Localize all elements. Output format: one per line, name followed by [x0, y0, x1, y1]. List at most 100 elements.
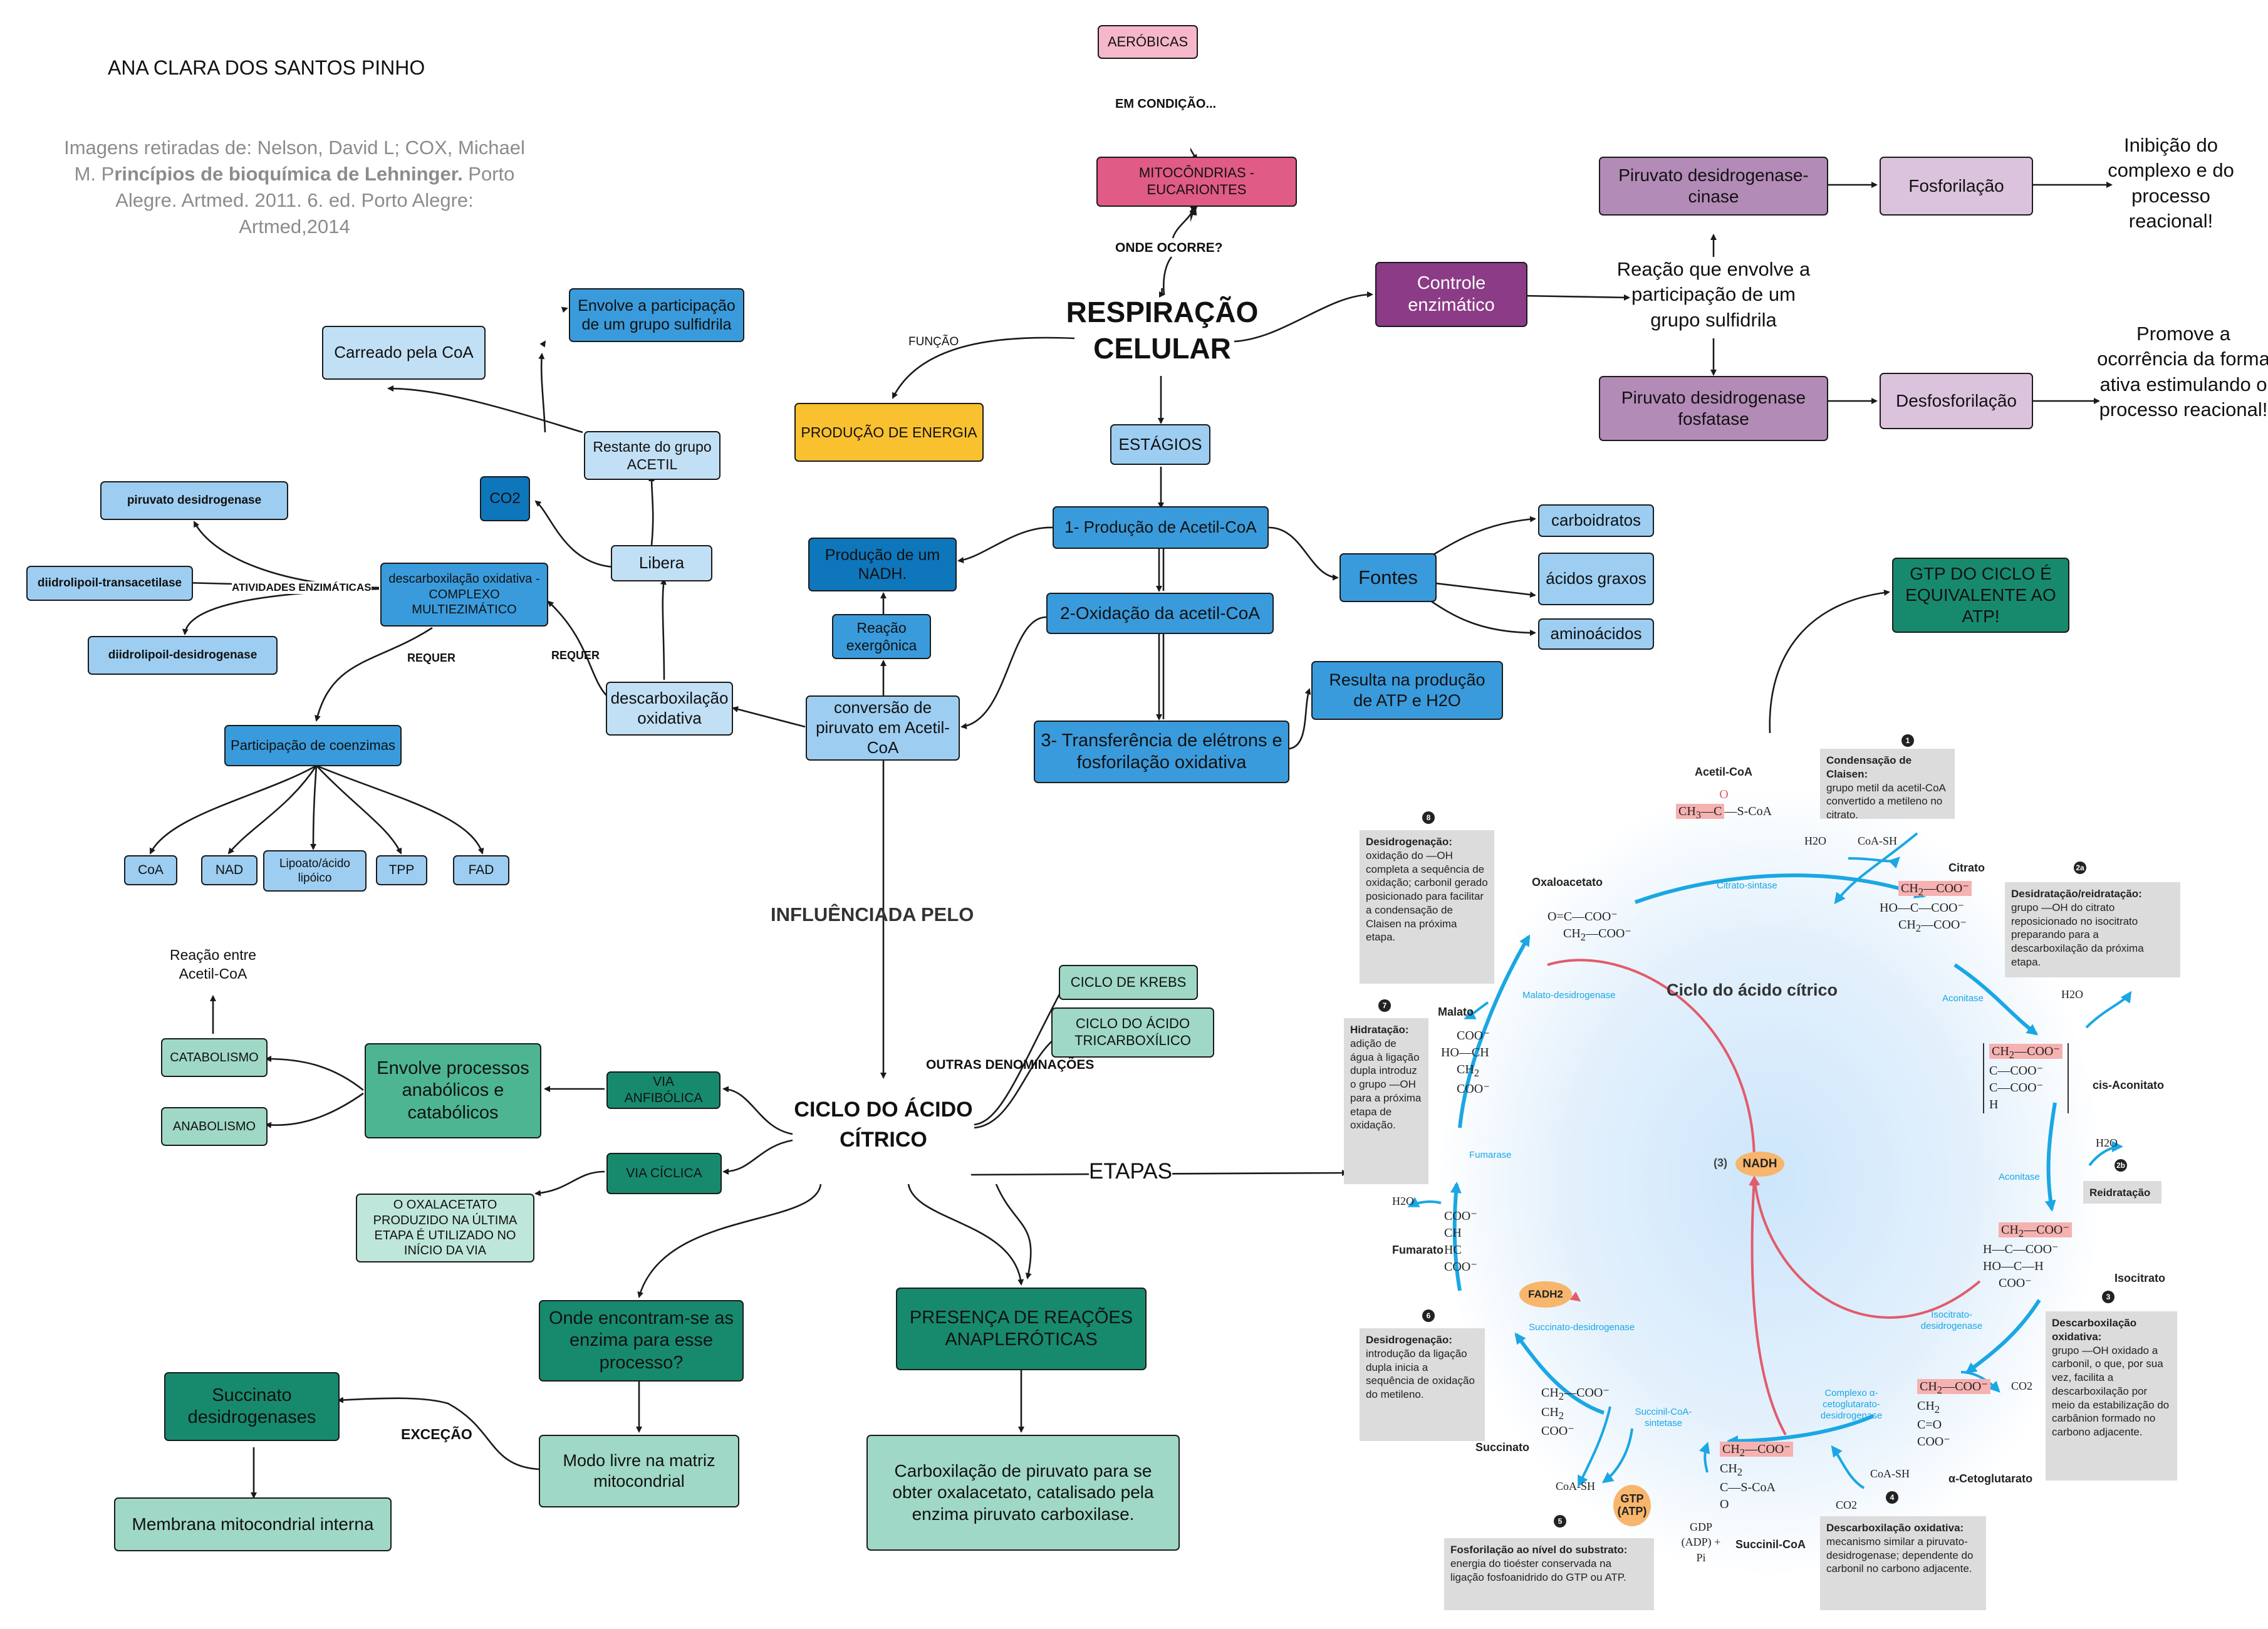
fontes-node[interactable]: Fontes [1339, 553, 1437, 602]
succinato-desidrogenases-node[interactable]: Succinato desidrogenases [164, 1372, 340, 1441]
oxaloacetato-label: Oxaloacetato [1532, 876, 1603, 888]
onde-ocorre-label: ONDE OCORRE? [1115, 241, 1223, 255]
resulta-atp-node[interactable]: Resulta na produção de ATP e H2O [1311, 661, 1503, 720]
piruvato-desidrogenase-node[interactable]: piruvato desidrogenase [100, 481, 288, 520]
step-3-title: Descarboxilação oxidativa: [2052, 1317, 2137, 1343]
acetil-coa-label: Acetil-CoA [1695, 766, 1753, 778]
pdh-cinase-node[interactable]: Piruvato desidrogenase-cinase [1599, 157, 1828, 216]
diidrolipoil-desidrogenase-node[interactable]: diidrolipoil-desidrogenase [88, 636, 278, 675]
malato-structure: COO⁻HO—CH CH2 COO⁻ [1441, 1029, 1490, 1096]
ciclo-tricarboxilico-node[interactable]: CICLO DO ÁCIDO TRICARBOXÍLICO [1051, 1007, 1214, 1058]
anabolismo-node[interactable]: ANABOLISMO [161, 1107, 268, 1146]
anapleroticas-node[interactable]: PRESENÇA DE REAÇÕES ANAPLERÓTICAS [896, 1288, 1147, 1370]
tpp-node[interactable]: TPP [376, 855, 427, 885]
envolve-sulfidrila-node[interactable]: Envolve a participação de um grupo sulfi… [569, 288, 744, 342]
enzyme-citrato-sintase: Citrato-sintase [1717, 880, 1777, 891]
estagio-2-node[interactable]: 2-Oxidação da acetil-CoA [1046, 593, 1274, 634]
estagio-1-node[interactable]: 1- Produção de Acetil-CoA [1053, 506, 1269, 549]
funcao-label: FUNÇÃO [908, 335, 959, 348]
coash-text-1: CoA-SH [1858, 835, 1898, 847]
controle-enzimatico-node[interactable]: Controle enzimático [1375, 262, 1527, 327]
envolve-processos-node[interactable]: Envolve processos anabólicos e catabólic… [365, 1043, 541, 1138]
step-1-badge: 1 [1901, 734, 1914, 747]
inibicao-text: Inibição do complexo e do processo reaci… [2108, 134, 2234, 232]
mitocondrias-node[interactable]: MITOCÔNDRIAS - EUCARIONTES [1096, 157, 1297, 207]
step-8-badge: 8 [1422, 811, 1435, 824]
enzyme-aconitase-2: Aconitase [1999, 1172, 2040, 1182]
libera-node[interactable]: Libera [611, 545, 712, 581]
cis-aconitato-structure: CH2—COO⁻C—COO⁻C—COO⁻H [1983, 1043, 2069, 1113]
fumarato-label: Fumarato [1392, 1244, 1444, 1256]
acidos-graxos-node[interactable]: ácidos graxos [1538, 553, 1654, 605]
complexo-multienzimatico-node[interactable]: descarboxilação oxidativa - COMPLEXO MUL… [380, 563, 548, 627]
pdh-fosfatase-node[interactable]: Piruvato desidrogenase fosfatase [1599, 376, 1828, 441]
citation: Imagens retiradas de: Nelson, David L; C… [63, 135, 526, 239]
coenzimas-node[interactable]: Participação de coenzimas [224, 725, 402, 766]
desfosforilacao-node[interactable]: Desfosforilação [1880, 373, 2033, 429]
em-condicao-label: EM CONDIÇÃO... [1115, 97, 1217, 111]
estagios-node[interactable]: ESTÁGIOS [1110, 424, 1210, 465]
coa-node[interactable]: CoA [124, 855, 177, 885]
requer-label-2: REQUER [407, 652, 456, 664]
onde-enzimas-node[interactable]: Onde encontram-se as enzima para esse pr… [539, 1300, 744, 1382]
nad-node[interactable]: NAD [201, 855, 257, 885]
carboxilacao-node[interactable]: Carboxilação de piruvato para se obter o… [866, 1435, 1180, 1551]
restante-acetil-node[interactable]: Restante do grupo ACETIL [584, 431, 720, 480]
modo-livre-node[interactable]: Modo livre na matriz mitocondrial [539, 1435, 739, 1507]
step-3-text: grupo —OH oxidado a carbonil, o que, por… [2052, 1344, 2170, 1439]
reacao-exergonica-node[interactable]: Reação exergônica [832, 614, 931, 659]
aminoacidos-node[interactable]: aminoácidos [1538, 618, 1654, 650]
fad-node[interactable]: FAD [453, 855, 509, 885]
h2o-text-2: H2O [2061, 988, 2083, 1001]
ciclo-krebs-node[interactable]: CICLO DE KREBS [1059, 965, 1198, 1000]
membrana-node[interactable]: Membrana mitocondrial interna [114, 1497, 392, 1551]
step-2b-box: Reidratação [2083, 1181, 2161, 1204]
enzyme-isocitrato: Isocitrato-desidrogenase [1920, 1309, 1983, 1331]
krebs-title: Ciclo do ácido cítrico [1667, 981, 1838, 999]
estagio-3-node[interactable]: 3- Transferência de elétrons e fosforila… [1034, 721, 1289, 783]
coash-text-2: CoA-SH [1870, 1467, 1910, 1480]
carreado-coa-node[interactable]: Carreado pela CoA [322, 326, 486, 380]
step-1-title: Condensação de Claisen: [1826, 754, 1912, 780]
step-8-title: Desidrogenação: [1366, 836, 1452, 848]
h2o-text-4: H2O [1392, 1195, 1414, 1207]
isocitrato-structure: CH2—COO⁻H—C—COO⁻HO—C—H COO⁻ [1983, 1222, 2072, 1292]
nadh-production-node[interactable]: Produção de um NADH. [808, 538, 957, 591]
step-2a-badge: 2a [2074, 861, 2086, 874]
step-6-text: introdução da ligação dupla inicia a seq… [1366, 1347, 1475, 1400]
reacao-sulfidrila-text: Reação que envolve a participação de um … [1616, 258, 1811, 331]
oxalacetato-node[interactable]: O OXALACETATO PRODUZIDO NA ÚLTIMA ETAPA … [356, 1194, 534, 1262]
producao-energia-node[interactable]: PRODUÇÃO DE ENERGIA [794, 403, 984, 462]
step-6-title: Desidrogenação: [1366, 1334, 1452, 1346]
h2o-text-1: H2O [1804, 835, 1826, 847]
isocitrato-label: Isocitrato [2115, 1272, 2166, 1284]
outras-denominacoes-label: OUTRAS DENOMINAÇÕES [926, 1058, 1095, 1072]
step-7-badge: 7 [1378, 999, 1391, 1012]
ciclo-title: CICLO DO ÁCIDO CÍTRICO [794, 1098, 973, 1152]
author-name: ANA CLARA DOS SANTOS PINHO [108, 56, 425, 79]
carboidratos-node[interactable]: carboidratos [1538, 504, 1654, 537]
citation-part2: Porto Alegre. Artmed. 2011. 6. ed. Porto… [115, 162, 515, 237]
succinil-coa-label: Succinil-CoA [1735, 1538, 1806, 1551]
descarboxilacao-node[interactable]: descarboxilação oxidativa [606, 682, 733, 736]
conversao-piruvato-node[interactable]: conversão de piruvato em Acetil-CoA [806, 695, 960, 761]
step-1-box: Condensação de Claisen:grupo metil da ac… [1820, 749, 1955, 821]
step-7-title: Hidratação: [1350, 1024, 1409, 1036]
gdp-text: GDP (ADP) + Pi [1681, 1521, 1721, 1564]
step-8-box: Desidrogenação:oxidação do —OH completa … [1360, 830, 1494, 984]
alfa-cetoglutarato-label: α-Cetoglutarato [1948, 1472, 2033, 1485]
step-7-box: Hidratação:adição de água à ligação dupl… [1344, 1018, 1428, 1184]
aerobicas-node[interactable]: AERÓBICAS [1098, 25, 1198, 59]
catabolismo-node[interactable]: CATABOLISMO [161, 1038, 268, 1077]
via-ciclica-node[interactable]: VIA CÍCLICA [606, 1153, 722, 1194]
gtp-equivalente-node[interactable]: GTP DO CICLO É EQUIVALENTE AO ATP! [1892, 558, 2069, 633]
co2-node[interactable]: CO2 [480, 476, 530, 521]
cis-aconitato-label: cis-Aconitato [2093, 1079, 2165, 1091]
via-anfibolica-node[interactable]: VIA ANFIBÓLICA [606, 1071, 720, 1109]
transacetilase-node[interactable]: diidrolipoil-transacetilase [26, 566, 193, 601]
lipoato-node[interactable]: Lipoato/ácido lipóico [263, 850, 367, 892]
fosforilacao-node[interactable]: Fosforilação [1880, 157, 2033, 216]
